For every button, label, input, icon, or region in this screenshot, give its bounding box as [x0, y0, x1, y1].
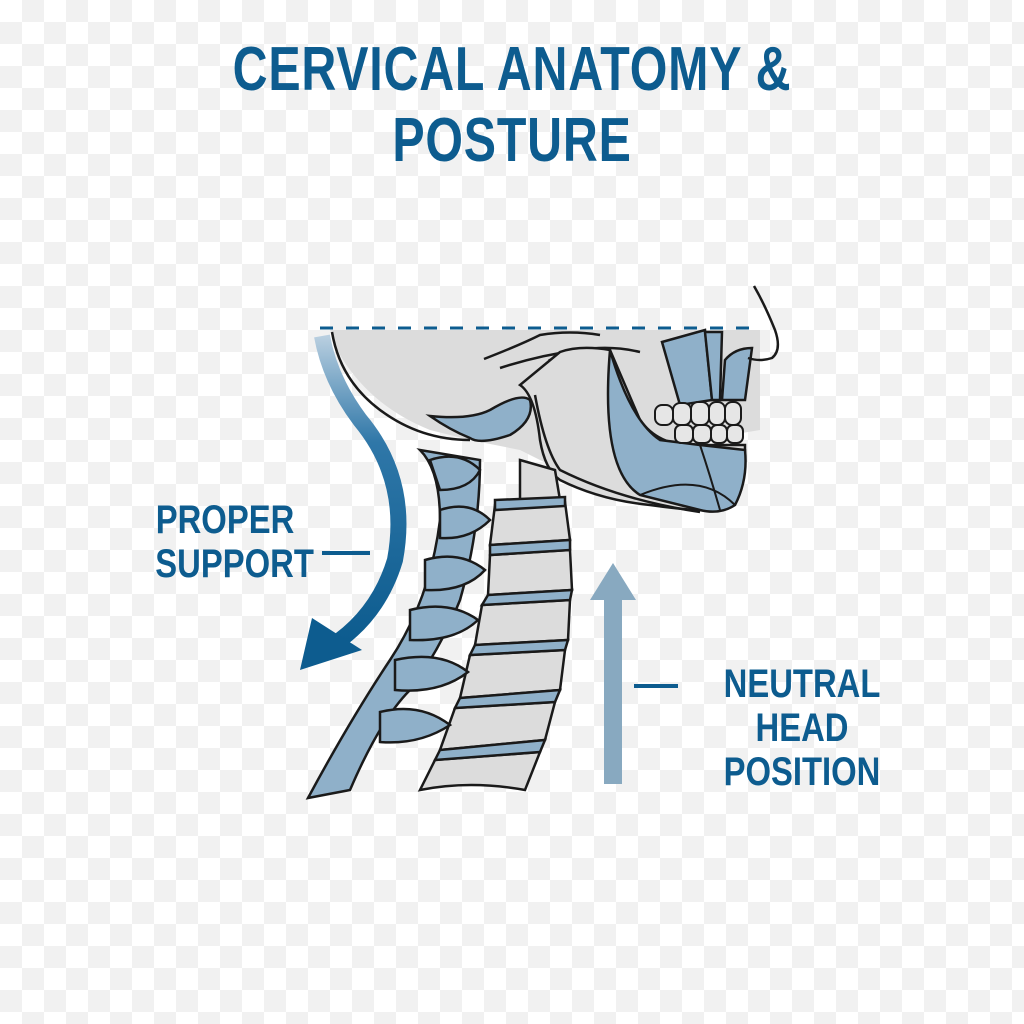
jaw	[517, 285, 780, 514]
proper-support-arrow	[300, 334, 407, 670]
neutral-head-label: NEUTRAL HEAD POSITION	[704, 662, 901, 794]
cervical-spine	[305, 448, 574, 800]
teeth	[654, 401, 744, 444]
proper-support-leader-line	[322, 551, 370, 555]
proper-support-label: PROPER SUPPORT	[155, 498, 314, 586]
neutral-head-line2: POSITION	[723, 750, 881, 794]
proper-support-line2: SUPPORT	[155, 542, 314, 586]
neutral-head-line1: NEUTRAL HEAD	[723, 662, 881, 750]
neutral-head-arrow	[590, 563, 636, 784]
page-title: CERVICAL ANATOMY & POSTURE	[232, 35, 792, 175]
neutral-head-leader-line	[634, 684, 678, 688]
proper-support-line1: PROPER	[155, 498, 295, 542]
